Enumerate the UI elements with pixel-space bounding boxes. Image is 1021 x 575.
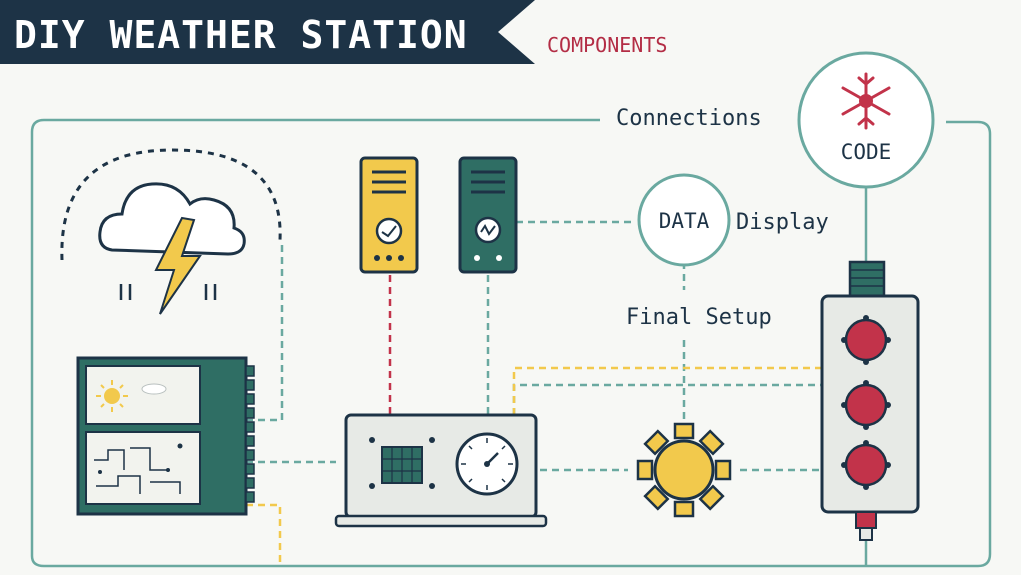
page-subtitle: COMPONENTS <box>547 33 667 57</box>
yellow-server-icon <box>359 156 419 274</box>
snowflake-icon <box>841 72 891 130</box>
code-node: CODE <box>797 51 935 189</box>
connections-label: Connections <box>616 106 762 131</box>
title-banner: DIY WEATHER STATION <box>0 0 535 64</box>
power-lines <box>246 275 822 566</box>
final-setup-label: Final Setup <box>626 305 772 330</box>
cloud-lightning-icon <box>60 148 282 315</box>
display-label: Display <box>736 210 829 235</box>
green-server-icon <box>458 156 518 274</box>
weather-display-board-icon <box>76 356 255 516</box>
base-station-icon <box>334 413 548 528</box>
page-title: DIY WEATHER STATION <box>14 13 468 57</box>
sun-icon <box>636 422 732 518</box>
data-node: DATA <box>637 173 731 267</box>
data-label: DATA <box>659 209 710 233</box>
code-label: CODE <box>841 140 892 164</box>
sensor-power-strip-icon <box>820 260 920 541</box>
